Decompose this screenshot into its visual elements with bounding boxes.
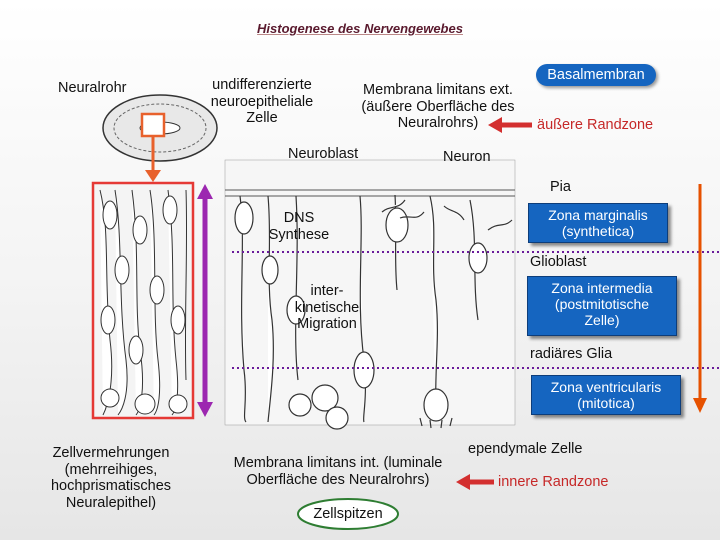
label-interkinetische-migration: inter- kinetische Migration [280,283,374,333]
label-undiff-line1: undifferenzierte [198,77,326,94]
label-zellspitzen: Zellspitzen [298,506,398,523]
label-neuroblast: Neuroblast [288,146,358,163]
label-zellvermehrungen: Zellvermehrungen (mehrreihiges, hochpris… [36,445,186,512]
zoom-arrow-head [145,170,161,182]
zone-intermedia-line3: Zelle) [528,312,676,328]
zone-ventricularis-line1: Zona ventricularis [532,379,680,395]
label-basalmembran: Basalmembran [536,64,656,86]
zone-marginalis-box: Zona marginalis (synthetica) [528,203,668,243]
label-membrana-limitans-ext: Membrana limitans ext. (äußere Oberfläch… [338,82,538,132]
label-neuralrohr: Neuralrohr [58,80,127,97]
label-migration-line2: kinetische [280,300,374,317]
label-zellverm-line4: Neuralepithel) [36,495,186,512]
zone-ventricularis-box: Zona ventricularis (mitotica) [531,375,681,415]
label-undiff-line3: Zelle [198,110,326,127]
label-mli-line2: Oberfläche des Neuralrohrs) [210,472,466,489]
neuroepithelium-illustration [93,183,193,418]
label-mli-line1: Membrana limitans int. (luminale [210,455,466,472]
zone-intermedia-box: Zona intermedia (postmitotische Zelle) [527,276,677,336]
label-zellverm-line2: (mehrreihiges, [36,462,186,479]
label-zellverm-line1: Zellvermehrungen [36,445,186,462]
purple-double-arrow [197,184,213,417]
label-mle-line1: Membrana limitans ext. [338,82,538,99]
label-dns-synthese: DNS Synthese [256,210,342,243]
orange-direction-arrow [693,184,707,413]
label-radiaeres-glia: radiäres Glia [530,346,612,363]
zone-ventricularis-line2: (mitotica) [532,395,680,411]
label-aeussere-randzone: äußere Randzone [537,117,653,134]
label-membrana-limitans-int: Membrana limitans int. (luminale Oberflä… [210,455,466,488]
label-undiff-line2: neuroepitheliale [198,94,326,111]
label-mle-line3: Neuralrohrs) [338,115,538,132]
zone-marginalis-line2: (synthetica) [529,223,667,239]
label-ependymale-zelle: ependymale Zelle [468,441,582,458]
label-migration-line1: inter- [280,283,374,300]
label-undiff-zelle: undifferenzierte neuroepitheliale Zelle [198,77,326,127]
zone-marginalis-line1: Zona marginalis [529,207,667,223]
zone-intermedia-line2: (postmitotische [528,296,676,312]
label-mle-line2: (äußere Oberfläche des [338,99,538,116]
label-neuron: Neuron [443,149,491,166]
label-zellverm-line3: hochprismatisches [36,478,186,495]
label-glioblast: Glioblast [530,254,586,271]
page-title: Histogenese des Nervengewebes [0,22,720,37]
label-innere-randzone: innere Randzone [498,474,608,491]
label-dns-line1: DNS [256,210,342,227]
label-migration-line3: Migration [280,316,374,333]
label-pia: Pia [550,179,571,196]
zone-intermedia-line1: Zona intermedia [528,280,676,296]
label-dns-line2: Synthese [256,227,342,244]
